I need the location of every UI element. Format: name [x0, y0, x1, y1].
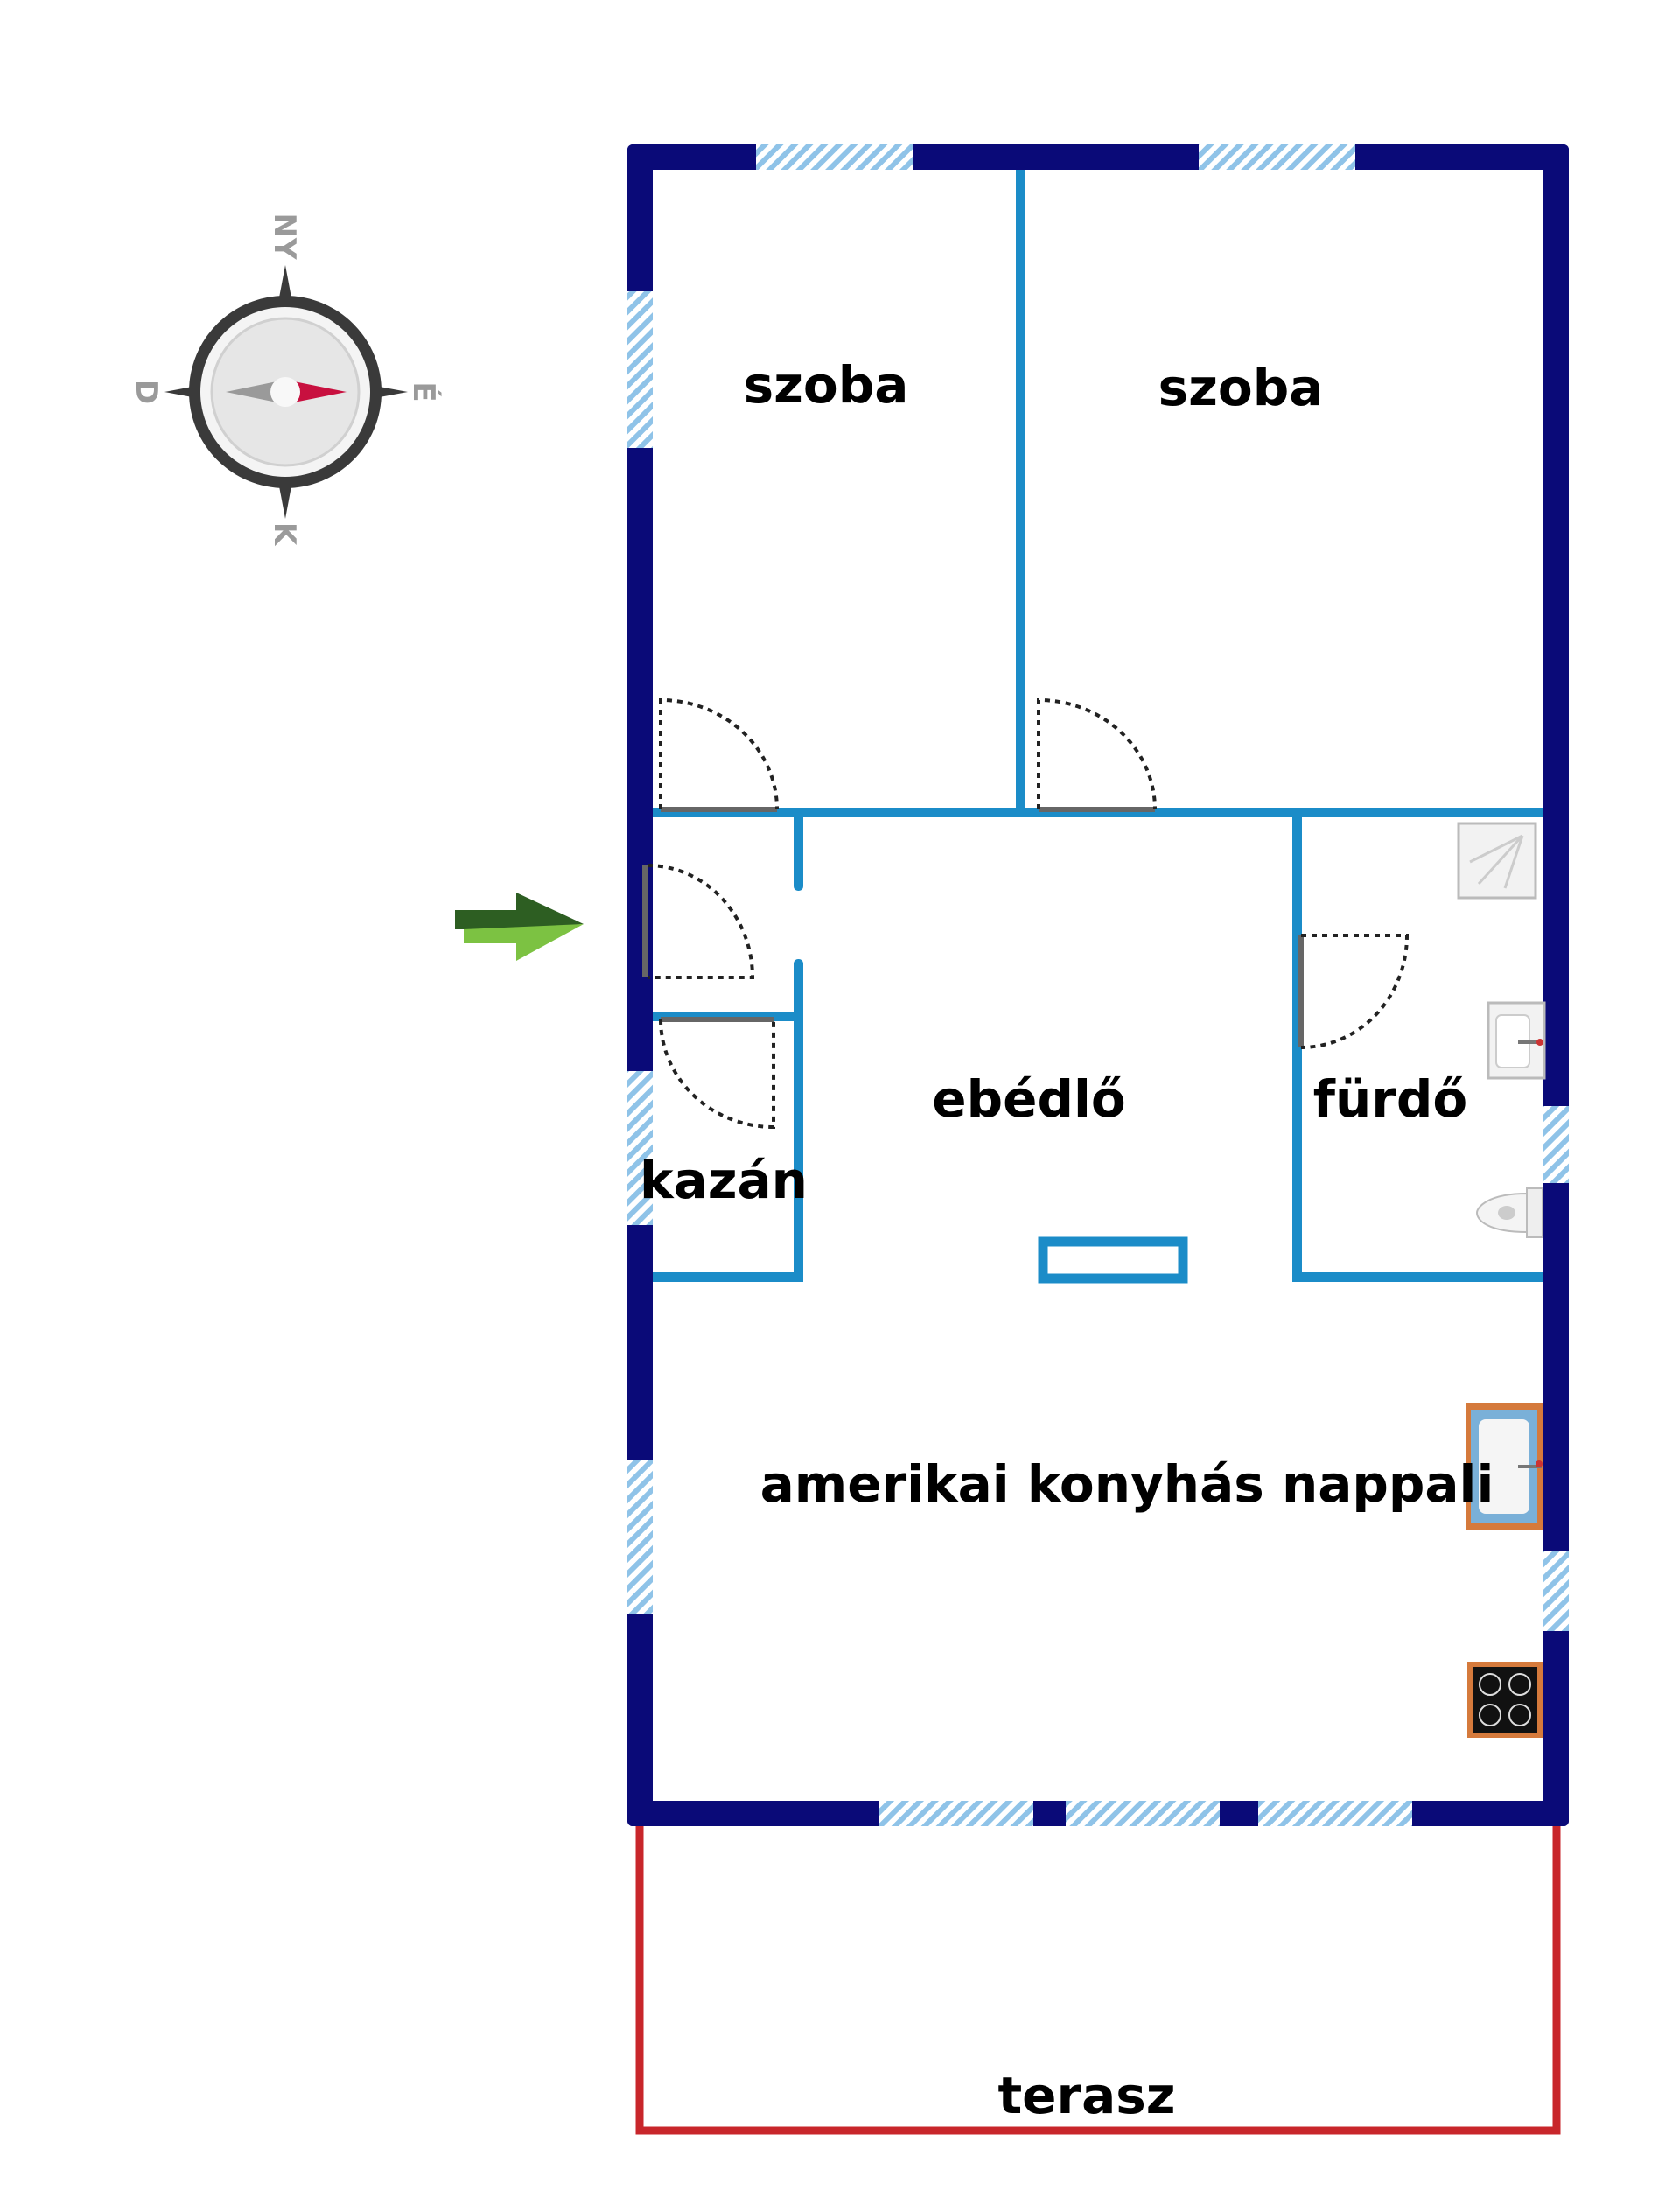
window — [879, 1801, 1033, 1826]
entrance-door — [642, 864, 755, 979]
room-label-nappali: amerikai konyhás nappali — [760, 1454, 1494, 1514]
toilet-icon — [1475, 1187, 1544, 1238]
window — [756, 144, 913, 170]
room-label-szoba-2: szoba — [1158, 358, 1324, 417]
room-label-furdo: fürdő — [1313, 1069, 1468, 1129]
door-bathroom — [1298, 934, 1410, 1049]
shower-icon — [1457, 822, 1537, 900]
door-boiler — [659, 1017, 775, 1130]
window — [1544, 1106, 1569, 1183]
window — [627, 1460, 653, 1614]
room-label-szoba-1: szoba — [744, 355, 909, 415]
compass-east-label: É — [406, 382, 442, 402]
room-label-ebedlo: ebédlő — [932, 1069, 1125, 1129]
window — [1199, 144, 1355, 170]
window — [1544, 1551, 1569, 1631]
compass-west-label: D — [129, 380, 164, 404]
window — [1258, 1801, 1412, 1826]
cooktop-icon — [1467, 1662, 1543, 1738]
window — [627, 291, 653, 448]
compass-icon: NY É K D — [129, 213, 442, 546]
kitchen-sink-icon — [1466, 1403, 1543, 1530]
room-label-kazan: kazán — [640, 1151, 808, 1210]
entrance-arrow-icon — [455, 892, 584, 961]
door-room1 — [659, 697, 779, 812]
window — [627, 1071, 653, 1225]
windows — [627, 144, 1569, 1826]
bathroom-sink-icon — [1487, 1001, 1546, 1080]
window — [1066, 1801, 1220, 1826]
compass-south-label: K — [267, 522, 302, 547]
compass-north-label: NY — [267, 213, 302, 259]
room-label-terasz: terasz — [998, 2066, 1175, 2125]
door-room2 — [1037, 697, 1157, 812]
